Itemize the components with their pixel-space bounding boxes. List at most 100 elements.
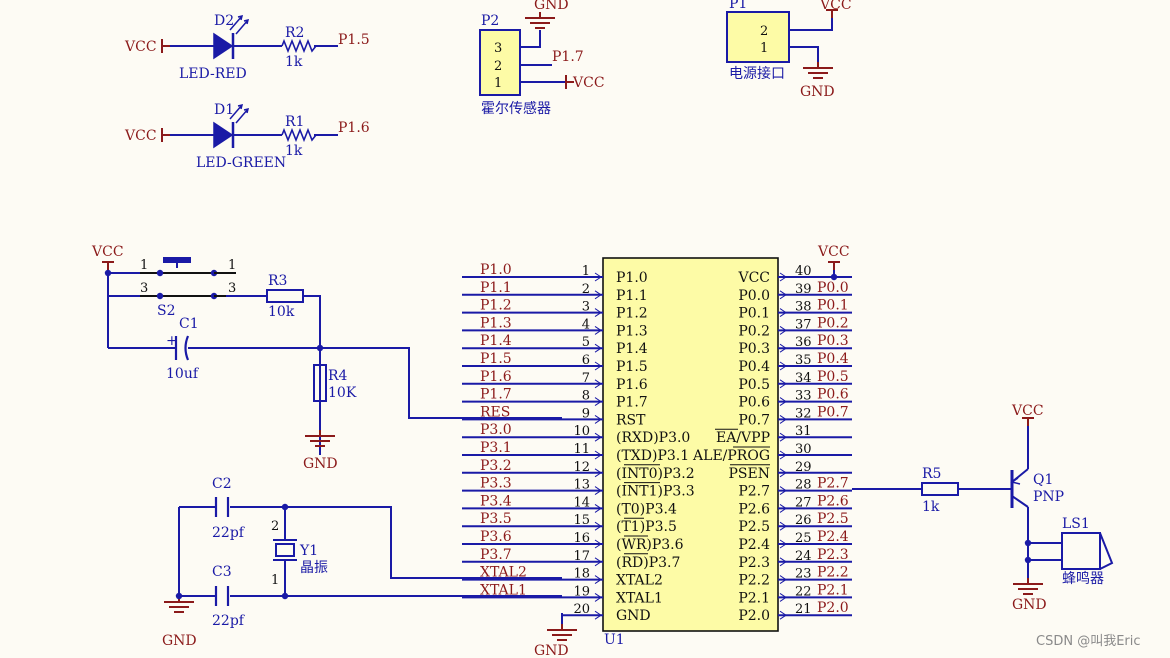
r1-value: 1k	[285, 143, 303, 159]
junction-reset-node	[316, 344, 324, 352]
header-p2-body	[479, 29, 521, 96]
mcu-pin-name-23: P2.2	[738, 573, 770, 589]
mcu-pin-num-24: 24	[795, 549, 812, 564]
gnd-label-p1: GND	[800, 84, 835, 100]
mcu-pin-num-4: 4	[582, 317, 590, 332]
r4-designator: R4	[328, 368, 348, 384]
mcu-pin-num-11: 11	[573, 442, 590, 457]
vcc-symbol-d2	[161, 39, 170, 53]
mcu-pin-arrow-23	[779, 575, 787, 585]
vcc-symbol-reset	[102, 261, 114, 270]
mcu-pin-name-6: P1.5	[616, 359, 648, 375]
net-label-left-2: P1.1	[480, 280, 512, 296]
vcc-label-p1: VCC	[819, 0, 852, 13]
mcu-pin-num-25: 25	[795, 531, 812, 546]
mcu-pin-num-28: 28	[795, 478, 812, 493]
led-d2-red	[213, 32, 234, 60]
mcu-pin-num-16: 16	[573, 531, 590, 546]
mcu-pin-name-21: P2.0	[738, 608, 770, 624]
cap-c2	[214, 497, 230, 517]
p2-designator: P2	[481, 13, 499, 29]
d1-designator: D1	[214, 102, 234, 118]
c3-value: 22pf	[212, 613, 246, 629]
mcu-pin-arrow-33	[779, 397, 787, 407]
gnd-symbol-mcu	[547, 624, 577, 641]
net-label-right-36: P0.3	[817, 333, 849, 349]
mcu-pin-arrow-29	[779, 468, 787, 478]
component-shapes	[102, 9, 1114, 641]
net-label-right-25: P2.4	[817, 529, 849, 545]
mcu-pin-arrow-39	[779, 290, 787, 300]
led-d1-green-ray-2	[235, 107, 250, 124]
net-label-right-33: P0.6	[817, 387, 849, 403]
gnd-symbol-reset	[305, 430, 335, 447]
ls1-name: 蜂鸣器	[1062, 570, 1104, 587]
mcu-pin-name-16: (WR)P3.6	[616, 537, 684, 553]
switch-s2-cap	[163, 257, 191, 263]
c2-designator: C2	[212, 476, 232, 492]
mcu-pin-name-22: P2.1	[738, 590, 770, 606]
c1-designator: C1	[179, 316, 199, 332]
mcu-pin-name-19: XTAL1	[616, 590, 663, 606]
mcu-pin-arrow-25	[779, 539, 787, 549]
mcu-pin-arrow-34	[779, 379, 787, 389]
net-p1-7-hall: P1.7	[552, 49, 584, 65]
mcu-pin-arrow-27	[779, 503, 787, 513]
net-label-left-1: P1.0	[480, 262, 512, 278]
mcu-pin-name-27: P2.6	[738, 501, 770, 517]
net-label-right-23: P2.2	[817, 565, 849, 581]
vcc-label-d1: VCC	[124, 128, 157, 144]
gnd-label-p2: GND	[534, 0, 569, 13]
d2-designator: D2	[214, 13, 234, 29]
vcc-label-d2: VCC	[124, 39, 157, 55]
mcu-pin-name-36: P0.3	[738, 341, 770, 357]
net-label-left-16: P3.6	[480, 529, 512, 545]
net-label-left-7: P1.6	[480, 369, 512, 385]
net-label-left-19: XTAL1	[480, 582, 527, 598]
mcu-pin-num-3: 3	[582, 300, 590, 315]
s2-pin-3-left: 3	[140, 281, 148, 296]
mcu-pin-num-26: 26	[795, 513, 812, 528]
ls1-designator: LS1	[1062, 516, 1090, 532]
junction-xtal-top	[281, 503, 289, 511]
y1-pin-1: 1	[271, 573, 279, 588]
switch-s2-contact-bot-0	[156, 292, 164, 300]
mcu-pin-num-7: 7	[582, 371, 590, 386]
mcu-pin-arrow-26	[779, 521, 787, 531]
mcu-pin-name-37: P0.2	[738, 323, 770, 339]
mcu-pin-num-13: 13	[573, 478, 590, 493]
mcu-pin-arrow-40	[779, 272, 787, 282]
q1-designator: Q1	[1033, 472, 1053, 488]
junction-crystal-gnd	[175, 592, 183, 600]
mcu-pin-num-38: 38	[795, 300, 812, 315]
net-label-left-12: P3.2	[480, 458, 512, 474]
mcu-pin-num-18: 18	[573, 567, 590, 582]
net-label-right-21: P2.0	[817, 600, 849, 616]
mcu-pin-name-5: P1.4	[616, 341, 648, 357]
mcu-pin-name-34: P0.5	[738, 377, 770, 393]
net-label-right-39: P0.0	[817, 280, 849, 296]
mcu-pin-name-12: (INT0)P3.2	[616, 466, 695, 482]
mcu-pin-name-32: P0.7	[738, 412, 770, 428]
mcu-pin-name-20: GND	[616, 608, 651, 624]
mcu-pin-arrow-22	[779, 592, 787, 602]
switch-s2-leads	[140, 272, 214, 297]
mcu-pin-arrow-37	[779, 325, 787, 335]
r3-designator: R3	[268, 273, 287, 289]
p1-pin-1: 1	[760, 41, 768, 56]
mcu-pin-num-20: 20	[573, 602, 590, 617]
mcu-pin-arrow-21	[779, 610, 787, 620]
gnd-label-buzzer: GND	[1012, 597, 1047, 613]
c3-designator: C3	[212, 564, 232, 580]
mcu-pin-num-19: 19	[573, 584, 590, 599]
mcu-pin-name-30: ALE/PROG	[692, 448, 770, 464]
crystal-y1-plates	[273, 539, 297, 561]
vcc-symbol-d1	[161, 128, 170, 142]
transistor-q1-arrow	[1010, 477, 1021, 485]
mcu-pin-num-33: 33	[795, 389, 812, 404]
r5-value: 1k	[922, 499, 940, 515]
net-label-right-37: P0.2	[817, 315, 849, 331]
net-label-right-34: P0.5	[817, 369, 849, 385]
gnd-symbol-buzzer	[1013, 578, 1043, 595]
